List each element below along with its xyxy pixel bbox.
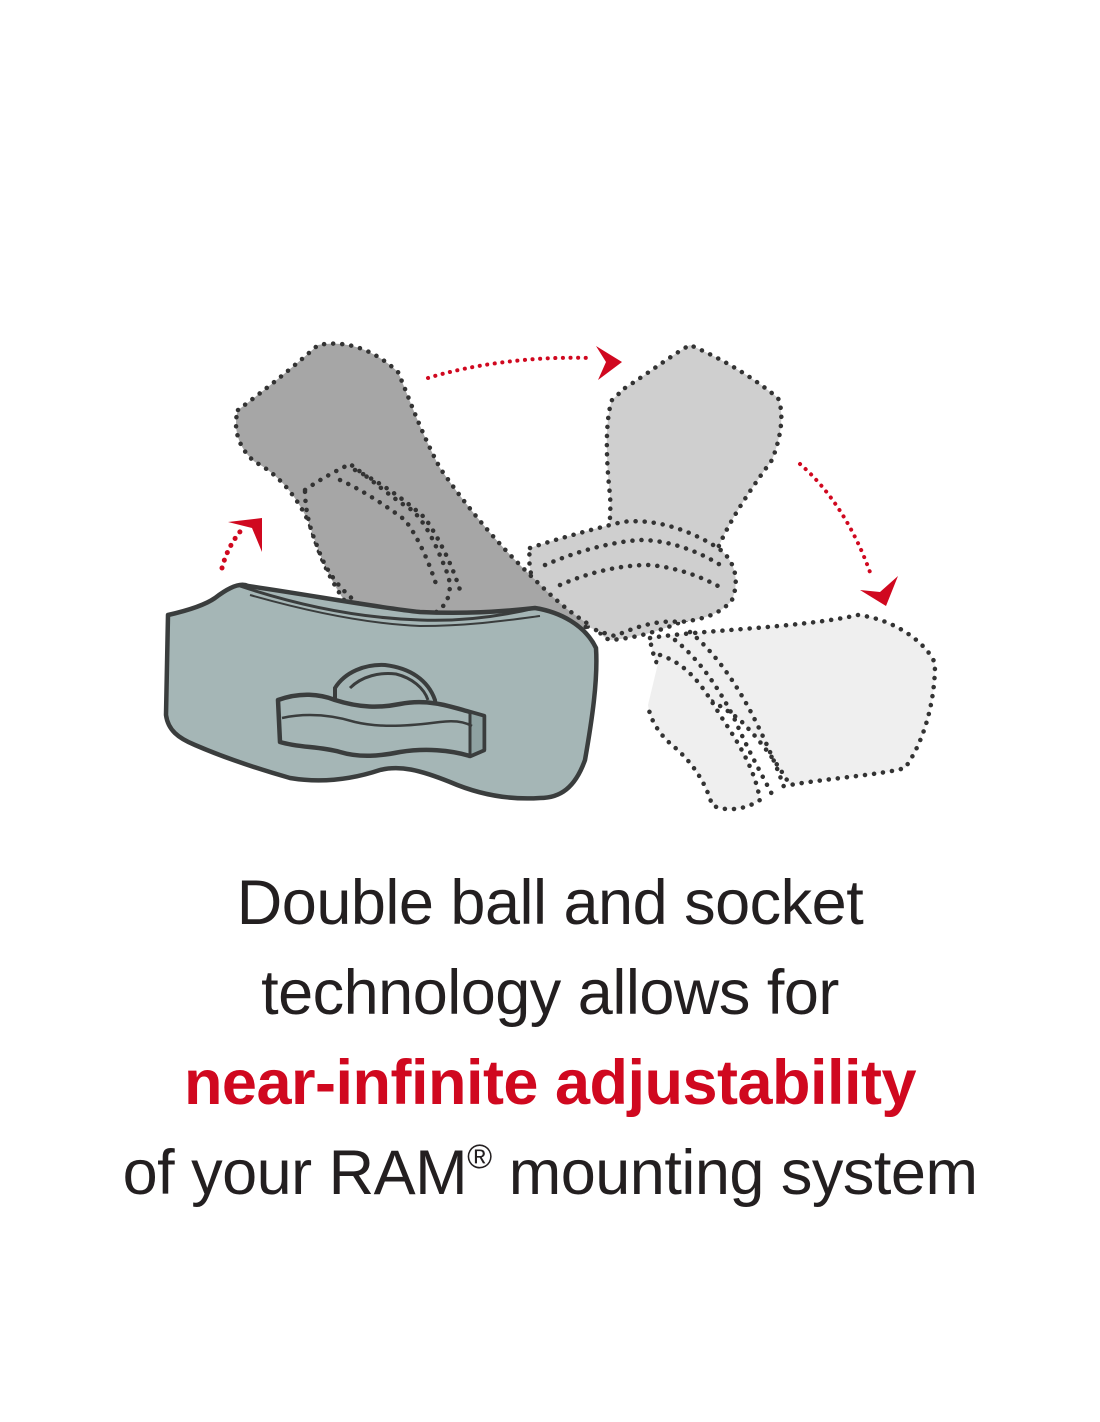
arrow-right (426, 346, 622, 380)
caption: Double ball and socket technology allows… (0, 858, 1100, 1218)
caption-line-4-prefix: of your RAM (122, 1138, 468, 1208)
double-socket-arm-illustration (163, 341, 938, 812)
caption-line-1: Double ball and socket (236, 868, 864, 938)
registered-mark: ® (467, 1138, 492, 1176)
caption-highlight: near-infinite adjustability (183, 1048, 917, 1118)
arrow-down-right (798, 462, 898, 606)
caption-line-4: of your RAM® mounting system (0, 1128, 1100, 1218)
socket-arm-solid (163, 582, 599, 801)
ghost-arm-position-3 (645, 612, 938, 812)
caption-line-2: technology allows for (261, 958, 839, 1028)
ghost-arm-position-1 (233, 341, 595, 646)
caption-line-4-suffix: mounting system (491, 1138, 978, 1208)
ghost-arm-position-2 (527, 342, 784, 643)
arrow-up-right (219, 518, 262, 571)
